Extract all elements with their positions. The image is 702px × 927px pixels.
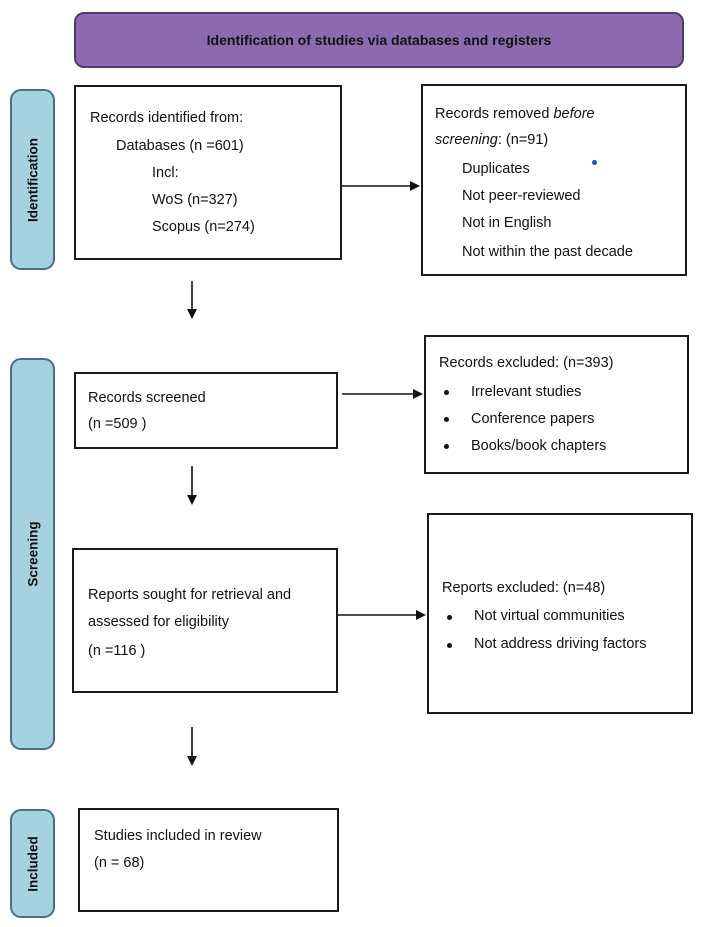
records-screened-title: Records screened — [88, 390, 206, 406]
reports-excluded-item-virtual: Not virtual communities — [474, 608, 625, 624]
stray-blue-dot — [592, 160, 597, 165]
records-identified-box: Records identified from: Databases (n =6… — [74, 85, 342, 260]
reports-sought-box: Reports sought for retrieval and assesse… — [72, 548, 338, 693]
studies-included-title: Studies included in review — [94, 828, 262, 844]
records-removed-title-line2: screening: (n=91) — [435, 127, 548, 154]
studies-included-box: Studies included in review (n = 68) — [78, 808, 339, 912]
records-excluded-box: Records excluded: (n=393) Irrelevant stu… — [424, 335, 689, 474]
excluded-item-irrelevant: Irrelevant studies — [471, 384, 582, 400]
removed-item-not-english: Not in English — [462, 215, 552, 231]
removed-item-not-past-decade: Not within the past decade — [462, 244, 633, 260]
bullet-icon — [444, 444, 449, 449]
records-screened-count: (n =509 ) — [88, 416, 147, 432]
wos-count: WoS (n=327) — [152, 192, 238, 208]
bullet-icon — [444, 417, 449, 422]
reports-excluded-box: Reports excluded: (n=48) Not virtual com… — [427, 513, 693, 714]
records-removed-title: Records removed before — [435, 101, 595, 128]
bullet-icon — [447, 643, 452, 648]
reports-sought-line2: assessed for eligibility — [88, 614, 230, 630]
records-removed-title-prefix: Records removed — [435, 106, 554, 122]
excluded-item-conference: Conference papers — [471, 411, 595, 427]
bullet-icon — [447, 615, 452, 620]
records-excluded-title: Records excluded: (n=393) — [439, 355, 614, 371]
records-removed-screening-word: screening — [435, 132, 498, 148]
bullet-icon — [444, 390, 449, 395]
records-screened-box: Records screened (n =509 ) — [74, 372, 338, 449]
removed-item-duplicates: Duplicates — [462, 161, 530, 177]
databases-count: Databases (n =601) — [116, 138, 244, 154]
reports-sought-line1: Reports sought for retrieval and — [88, 587, 292, 603]
removed-item-not-peer-reviewed: Not peer-reviewed — [462, 188, 581, 204]
reports-sought-count: (n =116 ) — [88, 643, 146, 659]
records-removed-title-italic: before — [553, 106, 595, 122]
diagram-header: Identification of studies via databases … — [74, 12, 684, 68]
scopus-count: Scopus (n=274) — [152, 219, 255, 235]
records-removed-count: : (n=91) — [497, 132, 549, 148]
phase-included: Included — [10, 809, 55, 918]
reports-excluded-item-driving: Not address driving factors — [474, 636, 647, 652]
records-removed-box: Records removed before screening: (n=91)… — [421, 84, 687, 276]
incl-label: Incl: — [152, 165, 179, 181]
reports-excluded-title: Reports excluded: (n=48) — [442, 580, 606, 596]
header-title: Identification of studies via databases … — [206, 32, 552, 48]
phase-screening: Screening — [10, 358, 55, 750]
studies-included-count: (n = 68) — [94, 855, 145, 871]
excluded-item-books: Books/book chapters — [471, 438, 607, 454]
phase-identification: Identification — [10, 89, 55, 270]
records-identified-title: Records identified from: — [90, 110, 244, 126]
